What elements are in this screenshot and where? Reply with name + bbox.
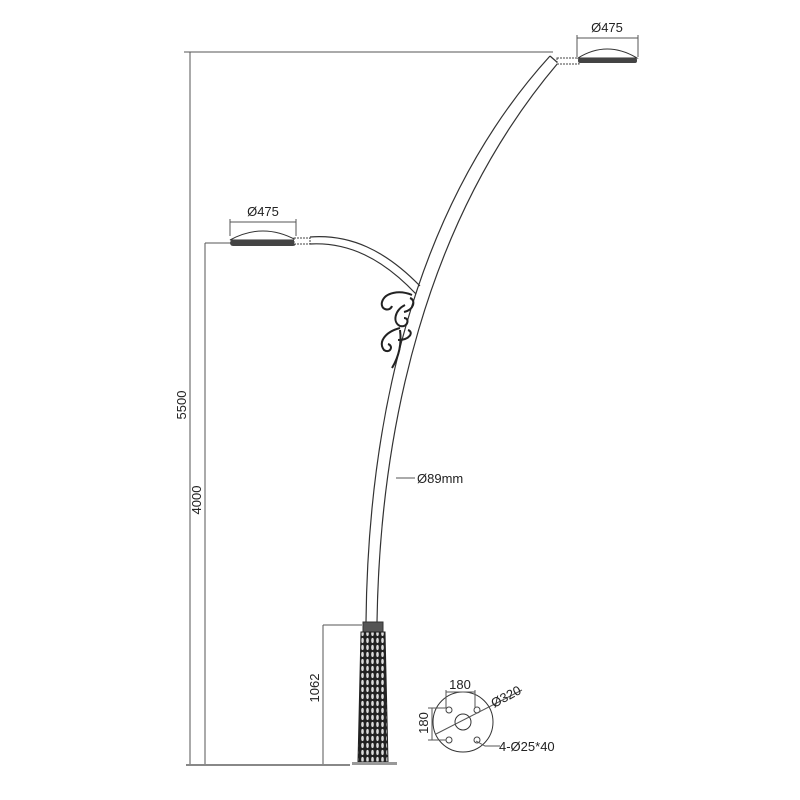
decorative-base [352, 621, 397, 765]
dimension-overall-height: 5500 [174, 51, 553, 765]
upper-lamp-diameter-label: Ø475 [591, 20, 623, 35]
bolt-hole-icons [445, 706, 481, 744]
dimension-base-height: 1062 [307, 624, 362, 765]
bolt-holes-label: 4-Ø25*40 [499, 739, 555, 754]
overall-height-label: 5500 [174, 391, 189, 420]
base-plate-detail: 180 180 Ø320 4-Ø25*40 [416, 677, 555, 754]
base-height-label: 1062 [307, 674, 322, 703]
plate-diameter-label: Ø320 [488, 682, 523, 710]
upper-lamp: Ø475 [556, 20, 639, 65]
pole-diameter-label: Ø89mm [417, 471, 463, 486]
lamp-arm [309, 236, 421, 295]
lower-lamp-height-label: 4000 [189, 486, 204, 515]
ornamental-scroll [380, 291, 415, 369]
bolt-spacing-y-label: 180 [416, 712, 431, 734]
dimension-lower-lamp-height: 4000 [189, 242, 232, 765]
bolt-spacing-x-label: 180 [449, 677, 471, 692]
lower-lamp-diameter-label: Ø475 [247, 204, 279, 219]
curved-pole [365, 55, 559, 623]
lower-lamp: Ø475 [229, 204, 311, 246]
